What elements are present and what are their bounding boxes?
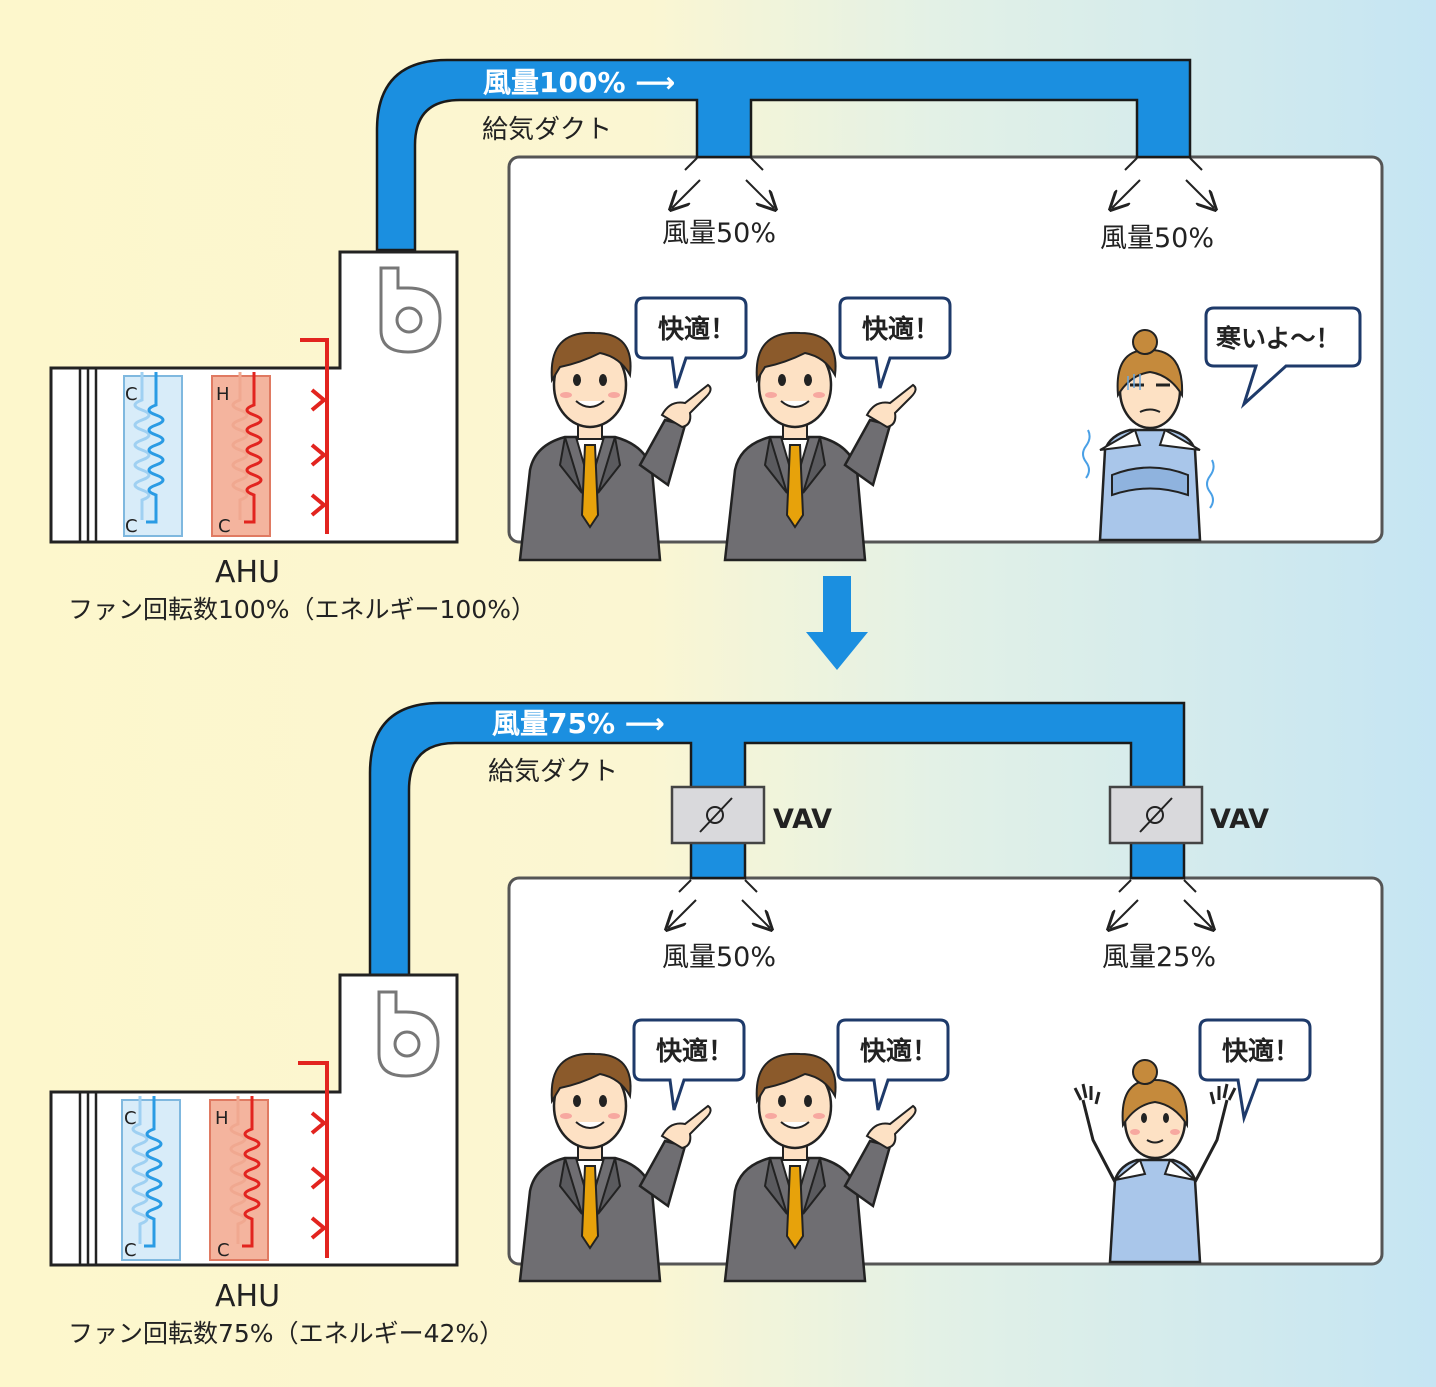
- bottom-ahu-caption: ファン回転数75%（エネルギー42%）: [68, 1319, 504, 1348]
- bottom-bubble-3-text: 快適！: [1222, 1036, 1300, 1067]
- bottom-ahu-label: AHU: [215, 1279, 280, 1314]
- bottom-bubble-2: 快適！: [836, 1018, 950, 1112]
- top-coil-heat-bottom: C: [218, 516, 231, 537]
- top-supply-duct: [375, 58, 1192, 252]
- top-ahu: C C H C: [49, 250, 459, 544]
- top-bubble-3-text: 寒いよ～！: [1216, 324, 1341, 353]
- top-ahu-caption: ファン回転数100%（エネルギー100%）: [68, 595, 536, 624]
- bottom-outlet-right-arrows: [1110, 879, 1212, 928]
- fan-icon: [377, 990, 440, 1078]
- fan-icon: [379, 266, 442, 354]
- bottom-cool-coil: [144, 1096, 163, 1248]
- bottom-duct-name: 給気ダクト: [488, 757, 618, 787]
- top-coil-cool-top: C: [125, 384, 138, 405]
- down-arrow-icon: [806, 576, 868, 670]
- bottom-coil-heat-bottom: C: [217, 1240, 230, 1261]
- top-duct-flow-label: 風量100% ⟶: [483, 66, 675, 99]
- bottom-cool-coil-light: [131, 1096, 149, 1244]
- bottom-coil-cool-bottom: C: [124, 1240, 137, 1261]
- bottom-outlet-left-label: 風量50%: [662, 942, 776, 973]
- bottom-outlet-right-label: 風量25%: [1102, 942, 1216, 973]
- bottom-bubble-2-text: 快適！: [860, 1036, 938, 1067]
- top-heat-coil: [244, 372, 263, 524]
- top-cool-coil-light: [133, 372, 151, 520]
- bottom-bubble-3: 快適！: [1198, 1018, 1312, 1124]
- bottom-ahu: C C H C: [49, 973, 459, 1267]
- top-outlet-left-label: 風量50%: [662, 218, 776, 249]
- top-bubble-1-text: 快適！: [658, 314, 736, 345]
- bottom-supply-duct: [368, 701, 1186, 977]
- bottom-humidifier: [298, 1061, 329, 1258]
- damper-icon: [1139, 797, 1173, 833]
- top-outlet-right-arrows: [1112, 157, 1214, 208]
- top-heat-coil-light: [231, 372, 249, 520]
- bottom-vav-left-label: VAV: [773, 804, 832, 835]
- bottom-vav-right-label: VAV: [1210, 804, 1269, 835]
- top-humidifier: [300, 338, 329, 534]
- bottom-woman-comfortable: [1073, 1059, 1237, 1264]
- bottom-heat-coil: [242, 1096, 261, 1248]
- top-woman-cold: [1082, 329, 1215, 542]
- top-bubble-1: 快適！: [634, 296, 748, 390]
- top-coil-cool-bottom: C: [125, 516, 138, 537]
- top-bubble-2-text: 快適！: [862, 314, 940, 345]
- top-coil-heat-top: H: [216, 384, 230, 405]
- bottom-bubble-1: 快適！: [632, 1018, 746, 1112]
- top-ahu-label: AHU: [215, 555, 280, 590]
- bottom-outlet-left-arrows: [668, 879, 770, 928]
- bottom-vav-right: [1108, 785, 1204, 845]
- top-outlet-left-arrows: [672, 157, 774, 208]
- top-bubble-2: 快適！: [838, 296, 952, 390]
- bottom-coil-cool-top: C: [124, 1108, 137, 1129]
- top-cool-coil: [146, 372, 165, 524]
- bottom-bubble-1-text: 快適！: [656, 1036, 734, 1067]
- bottom-diagram: 風量75% ⟶ 給気ダクト VAV VAV 風量50%: [49, 701, 1384, 1348]
- bottom-coil-heat-top: H: [215, 1108, 229, 1129]
- bottom-heat-coil-light: [229, 1096, 247, 1244]
- damper-icon: [699, 797, 733, 833]
- top-diagram: 風量100% ⟶ 給気ダクト 風量50% 風量50%: [49, 58, 1384, 624]
- top-bubble-3: 寒いよ～！: [1204, 306, 1362, 409]
- bottom-duct-flow-label: 風量75% ⟶: [492, 707, 665, 740]
- bottom-vav-left: [670, 785, 766, 845]
- top-outlet-right-label: 風量50%: [1100, 223, 1214, 254]
- top-duct-name: 給気ダクト: [482, 115, 612, 145]
